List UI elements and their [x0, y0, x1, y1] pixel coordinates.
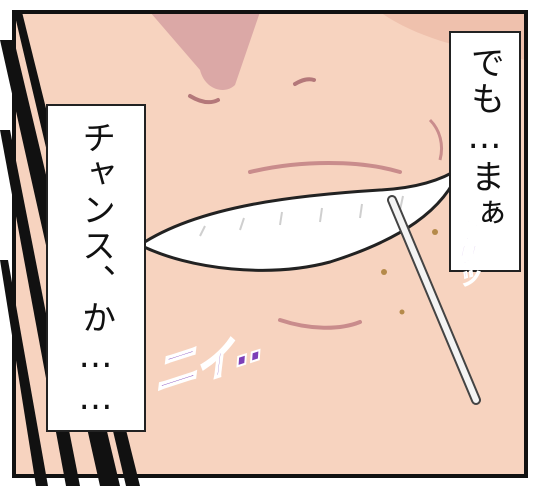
nostril-left: [188, 94, 220, 105]
speech-text-right: でも…まぁ: [464, 45, 505, 231]
lower-lip: [278, 318, 362, 330]
speech-bubble-left: チャンス、か……: [46, 104, 146, 432]
crumb: [432, 229, 438, 235]
sfx-karitsu: カリッ: [449, 218, 478, 291]
dimple-right: [428, 118, 444, 161]
teeth-lines: [199, 195, 404, 237]
crumb: [399, 309, 405, 315]
upper-lip: [248, 161, 402, 174]
nose-shadow: [150, 12, 260, 90]
speech-bubble-right: でも…まぁ: [449, 31, 521, 272]
crumb: [381, 269, 387, 275]
panel-frame: [12, 10, 528, 478]
nostril-right: [293, 77, 316, 86]
stick: [389, 197, 479, 403]
speech-text-left: チャンス、か……: [75, 120, 116, 420]
